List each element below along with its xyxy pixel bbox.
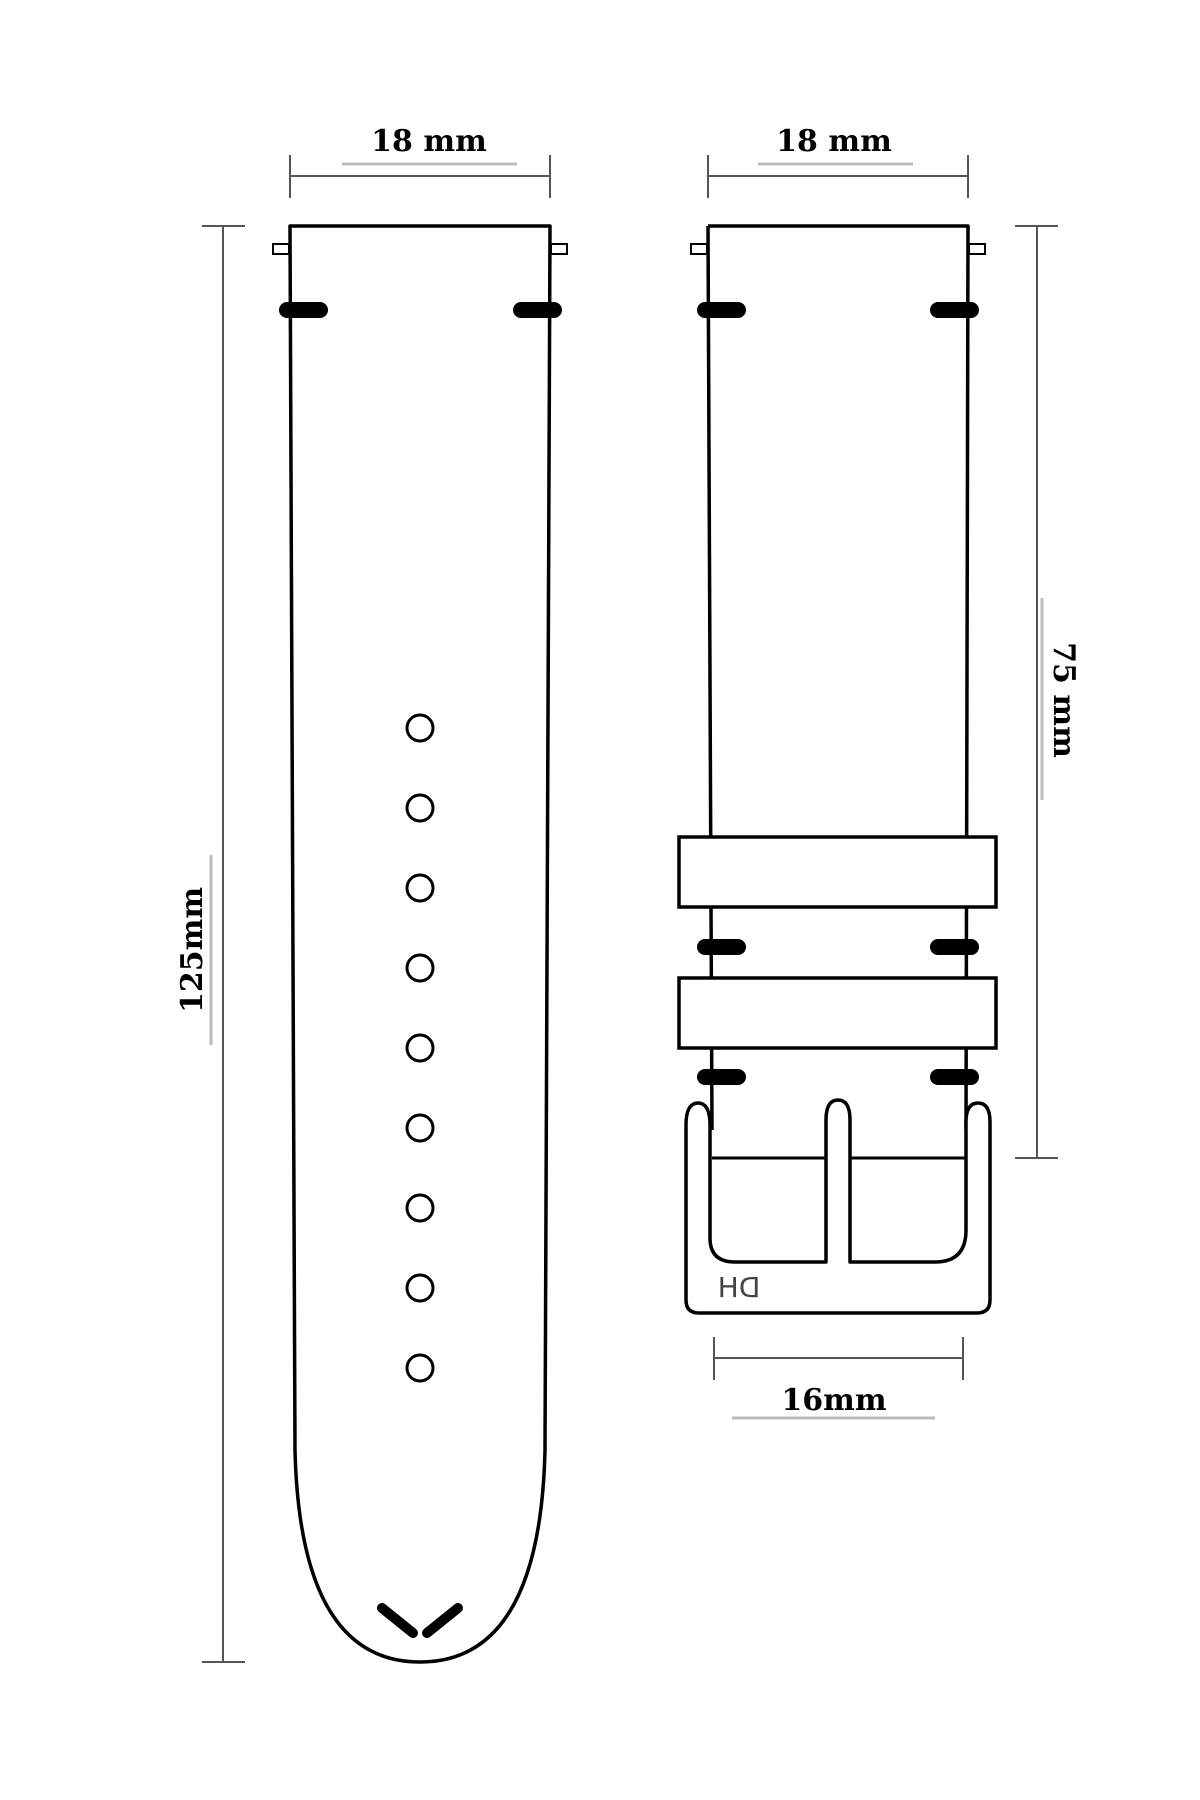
dimension-short-strap-width: 18 mm: [707, 124, 969, 198]
spring-bar-right-end: [550, 243, 568, 255]
keeper-loop-lower: [677, 976, 998, 1050]
strap-hole: [405, 1193, 435, 1223]
strap-hole: [405, 1353, 435, 1383]
strap-hole: [405, 793, 435, 823]
strap-hole: [405, 1033, 435, 1063]
dimension-buckle-width: 16mm: [713, 1337, 964, 1420]
strap-hole: [405, 1113, 435, 1143]
strap-holes: [405, 713, 435, 1383]
tip-v-right: [422, 1603, 463, 1638]
dimension-short-strap-length: 75 mm: [1015, 225, 1081, 1159]
short-strap-length-label: 75 mm: [1046, 642, 1081, 758]
long-strap-width-label: 18 mm: [371, 124, 487, 159]
buckle-width-label: 16mm: [781, 1383, 886, 1418]
tip-v-left: [377, 1603, 418, 1638]
buckle-logo: DH: [718, 1271, 761, 1304]
strap-hole: [405, 713, 435, 743]
buckle-frame: [684, 1098, 992, 1315]
keeper-loop-upper: [677, 835, 998, 909]
strap-hole: [405, 873, 435, 903]
strap-hole: [405, 1273, 435, 1303]
dimension-long-strap-length: 125mm: [175, 225, 245, 1663]
short-strap: [677, 224, 998, 1131]
spring-bar-left-end: [272, 243, 290, 255]
long-strap-outline: [288, 224, 552, 1664]
short-strap-width-label: 18 mm: [776, 124, 892, 159]
spring-bar-left-end: [690, 243, 708, 255]
dimension-long-strap-width: 18 mm: [289, 124, 551, 198]
strap-hole: [405, 953, 435, 983]
buckle: DH: [684, 1098, 992, 1315]
spring-bar-right-end: [968, 243, 986, 255]
long-strap-length-label: 125mm: [175, 887, 210, 1013]
long-strap: [272, 224, 568, 1664]
